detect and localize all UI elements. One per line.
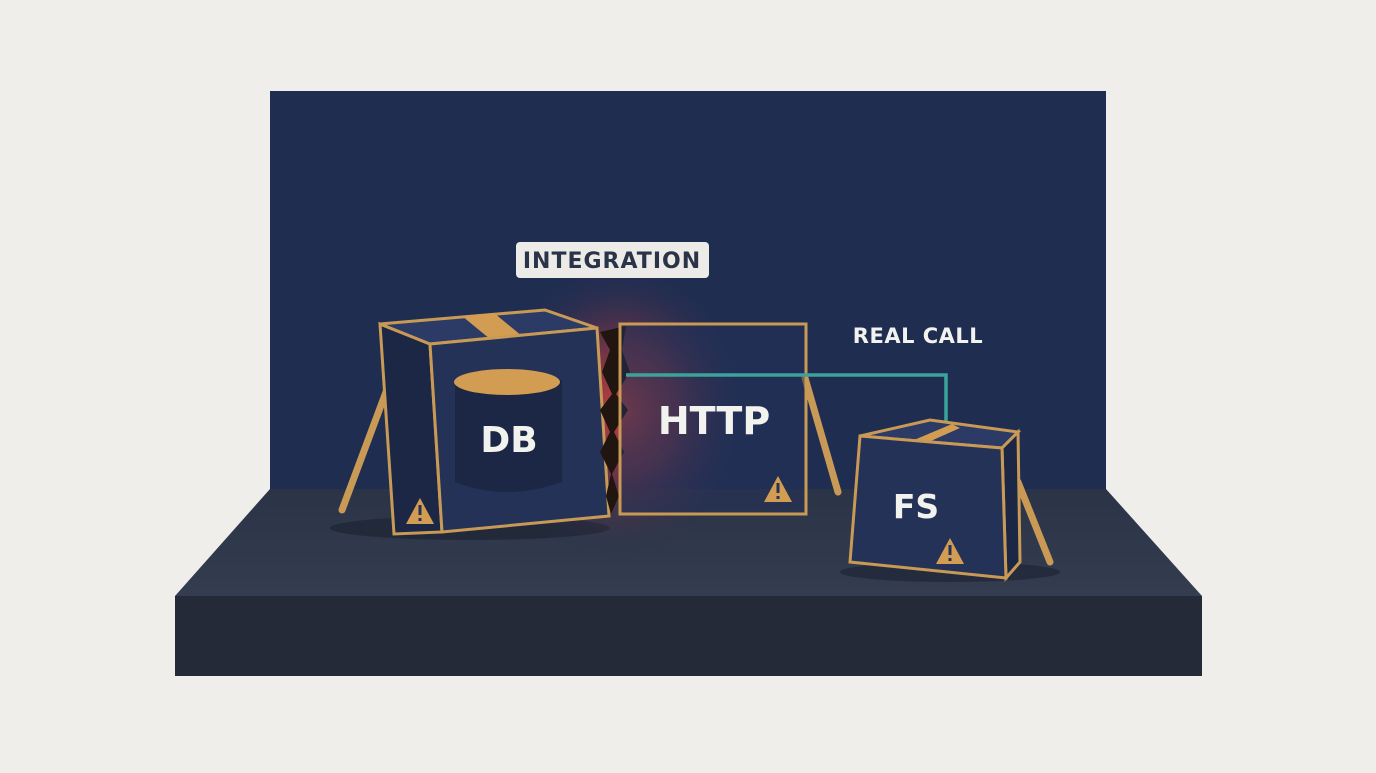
warning-icon [764,476,792,502]
db-box [338,308,611,536]
fs-box-support-leg [1014,478,1054,566]
fs-box-tape [914,424,960,444]
warning-icon [406,498,434,524]
fs-box-front-face [848,434,1008,580]
db-label: DB [480,420,537,461]
real-call-label: REAL CALL [853,324,983,348]
integration-label: INTEGRATION [523,249,701,274]
warning-icon [936,538,964,564]
http-box-support-leg [801,374,842,496]
platform-front [175,596,1202,676]
db-cylinder-top [454,369,560,395]
http-box [618,322,842,516]
integration-label-bg [516,242,709,278]
real-call-connector [626,373,948,424]
db-box-tape [462,313,522,339]
http-label: HTTP [658,399,770,443]
db-cylinder-icon [455,380,562,492]
fs-box [848,418,1054,582]
fs-label: FS [893,487,939,526]
db-box-support-leg [338,388,390,514]
